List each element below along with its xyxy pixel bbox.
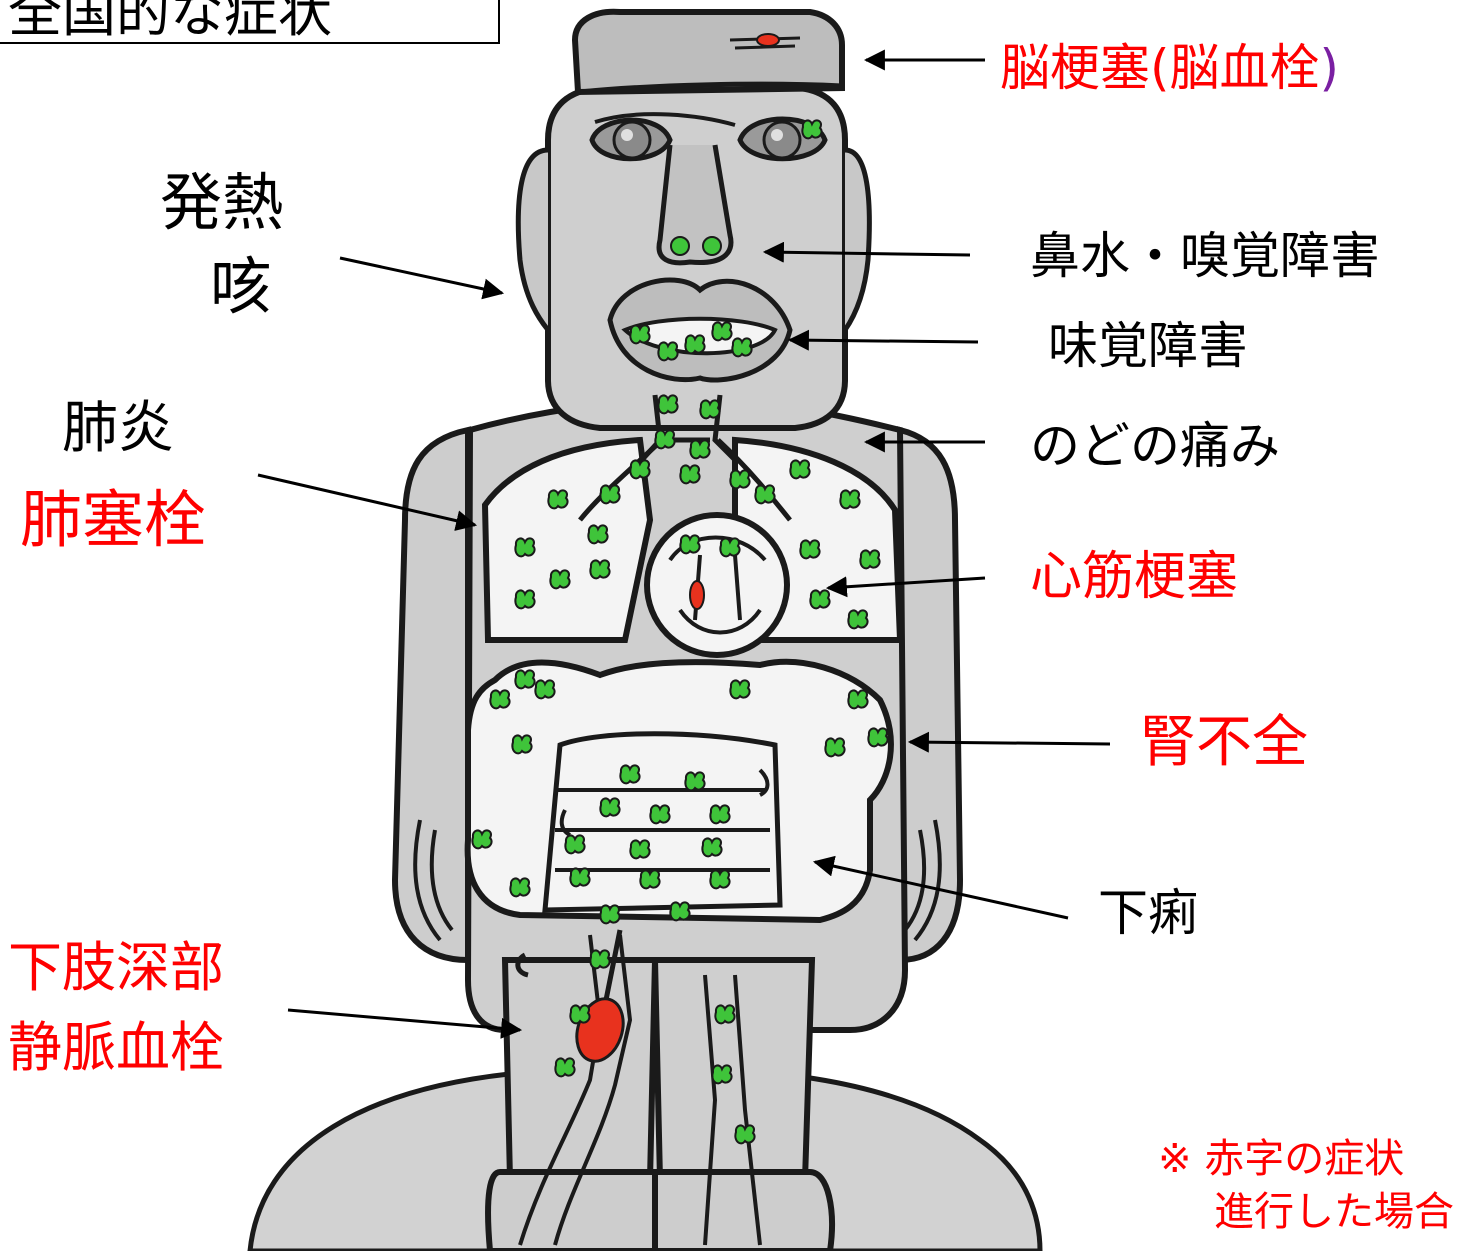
arrow-diarrhea [812, 855, 1069, 920]
arrow-taste [787, 329, 979, 351]
label-stroke-text: 脳梗塞(脳血栓 [1000, 39, 1320, 97]
right-foot [652, 1169, 835, 1251]
arrow-pneumonia [257, 473, 478, 531]
left-foot [485, 1169, 658, 1251]
ear-left [515, 147, 550, 332]
ear-right [842, 147, 872, 332]
footnote-line1: ※ 赤字の症状 [1158, 1136, 1405, 1182]
left-arm [391, 426, 471, 964]
nose [656, 144, 734, 266]
label-pulmonary-embolism: 肺塞栓 [20, 483, 207, 556]
label-taste: 味覚障害 [1048, 317, 1248, 375]
footnote-line2: 進行した場合 [1214, 1188, 1454, 1235]
right-leg [651, 957, 816, 1183]
arrow-dvt [287, 1008, 523, 1039]
label-dvt-line2: 静脈血栓 [8, 1016, 224, 1079]
arrow-fever [339, 256, 505, 300]
label-stroke: 脳梗塞(脳血栓) [1000, 40, 1339, 96]
label-nose: 鼻水・嗅覚障害 [1030, 227, 1380, 285]
label-throat: のどの痛み [1030, 417, 1280, 475]
label-dvt-line1: 下肢深部 [8, 936, 224, 999]
arrow-kidney [907, 731, 1111, 753]
label-heart: 心筋梗塞 [1030, 547, 1239, 607]
right-leg-vein [703, 974, 762, 1246]
eye-right [762, 120, 802, 160]
label-diarrhea: 下痢 [1098, 884, 1198, 942]
title-box: 全国的な症状 [0, 0, 500, 44]
left-leg-vein [518, 934, 633, 1246]
heart-clot [689, 580, 705, 610]
left-leg [501, 957, 659, 1183]
label-pneumonia: 肺炎 [62, 396, 174, 461]
right-arm [897, 426, 964, 964]
label-cough: 咳 [210, 250, 273, 323]
label-stroke-paren: ) [1319, 39, 1340, 97]
brain-clot [756, 33, 780, 47]
page-title: 全国的な症状 [8, 0, 332, 44]
arrow-heart [825, 576, 986, 598]
label-kidney: 腎不全 [1140, 710, 1308, 775]
hat [571, 8, 845, 96]
arrow-nose [762, 241, 971, 263]
footnote: ※ 赤字の症状 進行した場合 [1158, 1133, 1466, 1251]
label-fever: 発熱 [160, 166, 285, 239]
eye-left [612, 120, 652, 160]
